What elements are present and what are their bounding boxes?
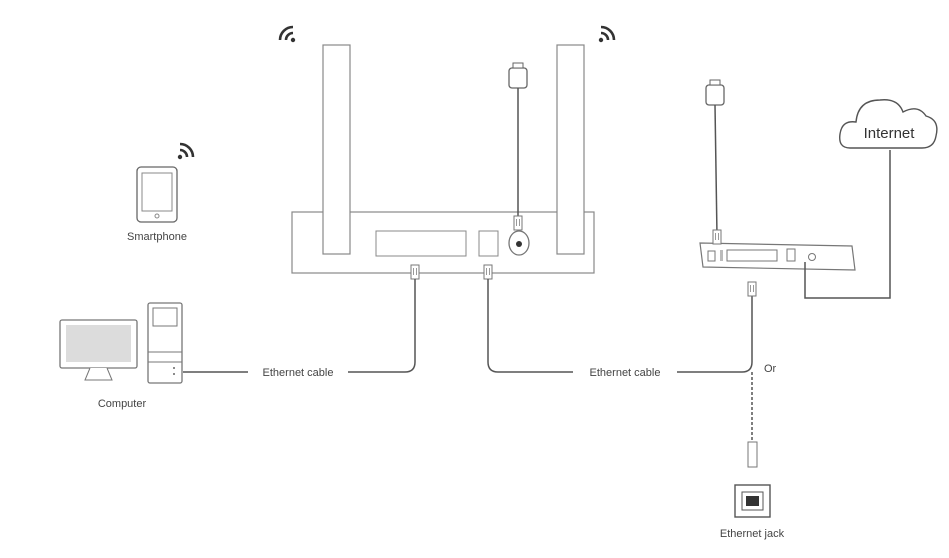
modem-power-adapter <box>705 79 725 245</box>
router-antenna-right <box>556 44 585 255</box>
wifi-icon-smartphone <box>176 142 195 161</box>
wifi-icon-right-antenna <box>597 25 616 44</box>
internet-line <box>804 150 891 299</box>
ethernet-cable-modem <box>483 264 757 442</box>
ethernet-cable-computer <box>183 264 420 373</box>
or-label: Or <box>764 363 777 375</box>
ethernet-jack <box>734 441 771 518</box>
modem <box>699 242 856 271</box>
smartphone-icon <box>136 166 178 223</box>
computer-icon <box>59 302 183 384</box>
ethernet-cable-label-right: Ethernet cable <box>590 367 661 379</box>
wifi-icon-left-antenna <box>278 25 297 44</box>
router-antenna-left <box>322 44 351 255</box>
internet-label: Internet <box>864 125 916 142</box>
smartphone-label: Smartphone <box>127 231 187 243</box>
router <box>291 44 595 274</box>
ethernet-cable-label-left: Ethernet cable <box>263 367 334 379</box>
internet-cloud <box>839 99 938 149</box>
router-power-adapter <box>508 62 528 231</box>
ethernet-jack-label: Ethernet jack <box>720 528 785 540</box>
computer-label: Computer <box>98 398 147 410</box>
